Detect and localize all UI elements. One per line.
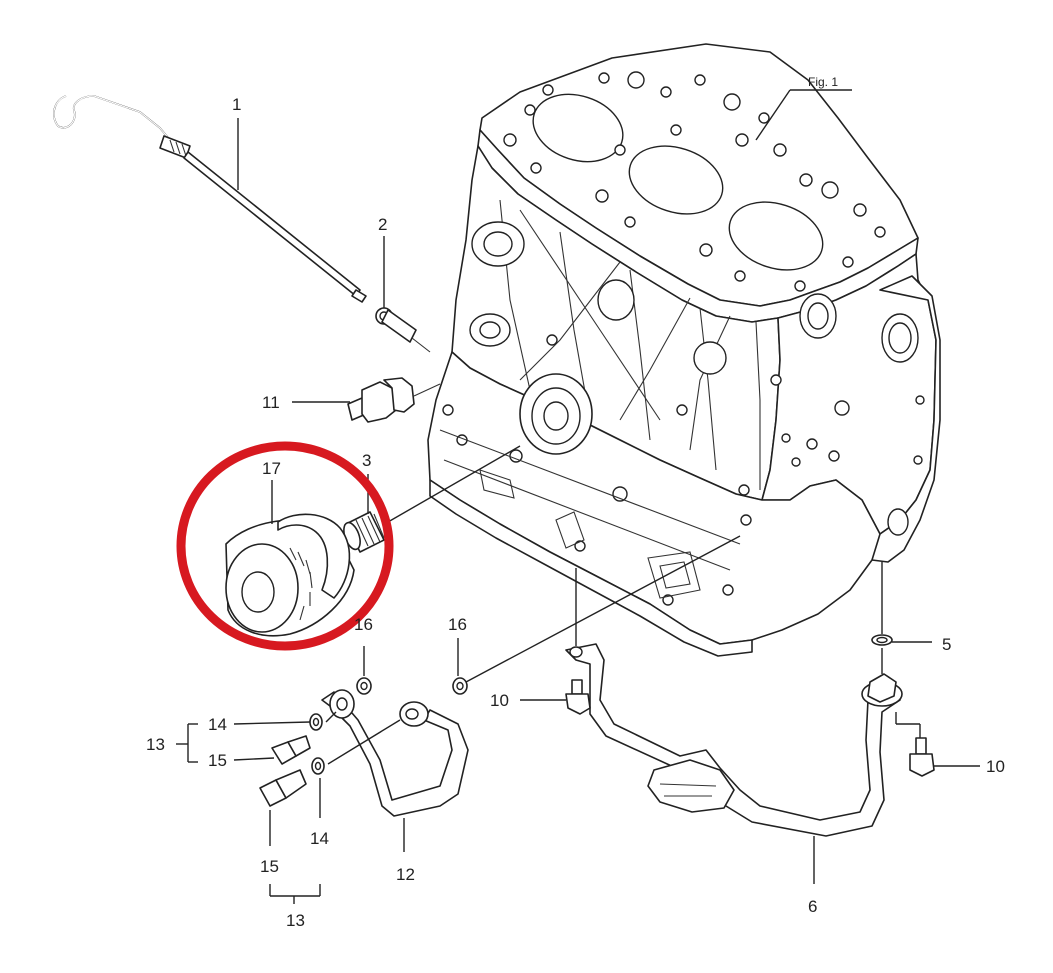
dipstick (53, 95, 367, 303)
oil-pressure-switch (347, 377, 441, 423)
callout-10-right: 10 (986, 757, 1005, 776)
gasket-and-bolts (565, 634, 935, 777)
callout-1: 1 (232, 95, 241, 114)
callout-16-left: 16 (354, 615, 373, 634)
leader-lines (176, 89, 980, 904)
dipstick-guide (375, 307, 431, 353)
callout-10-left: 10 (490, 691, 509, 710)
washers-bolts (259, 677, 468, 807)
callout-3: 3 (362, 451, 371, 470)
highlight-circle (176, 441, 394, 651)
callout-2: 2 (378, 215, 387, 234)
callout-5: 5 (942, 635, 951, 654)
callout-6: 6 (808, 897, 817, 916)
callout-11: 11 (262, 393, 280, 412)
figure-label: Fig. 1 (808, 75, 838, 89)
engine-block (427, 43, 941, 657)
oil-pipe (321, 689, 469, 817)
callout-14-lower: 14 (310, 829, 329, 848)
callout-labels: Fig. 1 1 2 3 11 17 16 16 14 15 13 15 14 … (146, 75, 1005, 930)
callout-14-upper: 14 (208, 715, 227, 734)
oil-strainer-pipe (565, 643, 903, 837)
filter-nipple (343, 511, 385, 553)
callout-15-lower: 15 (260, 857, 279, 876)
callout-13-left: 13 (146, 735, 165, 754)
callout-12: 12 (396, 865, 415, 884)
callout-17: 17 (262, 459, 281, 478)
callout-13-lower: 13 (286, 911, 305, 930)
callout-15-upper: 15 (208, 751, 227, 770)
oil-filter (225, 513, 355, 637)
callout-16-right: 16 (448, 615, 467, 634)
